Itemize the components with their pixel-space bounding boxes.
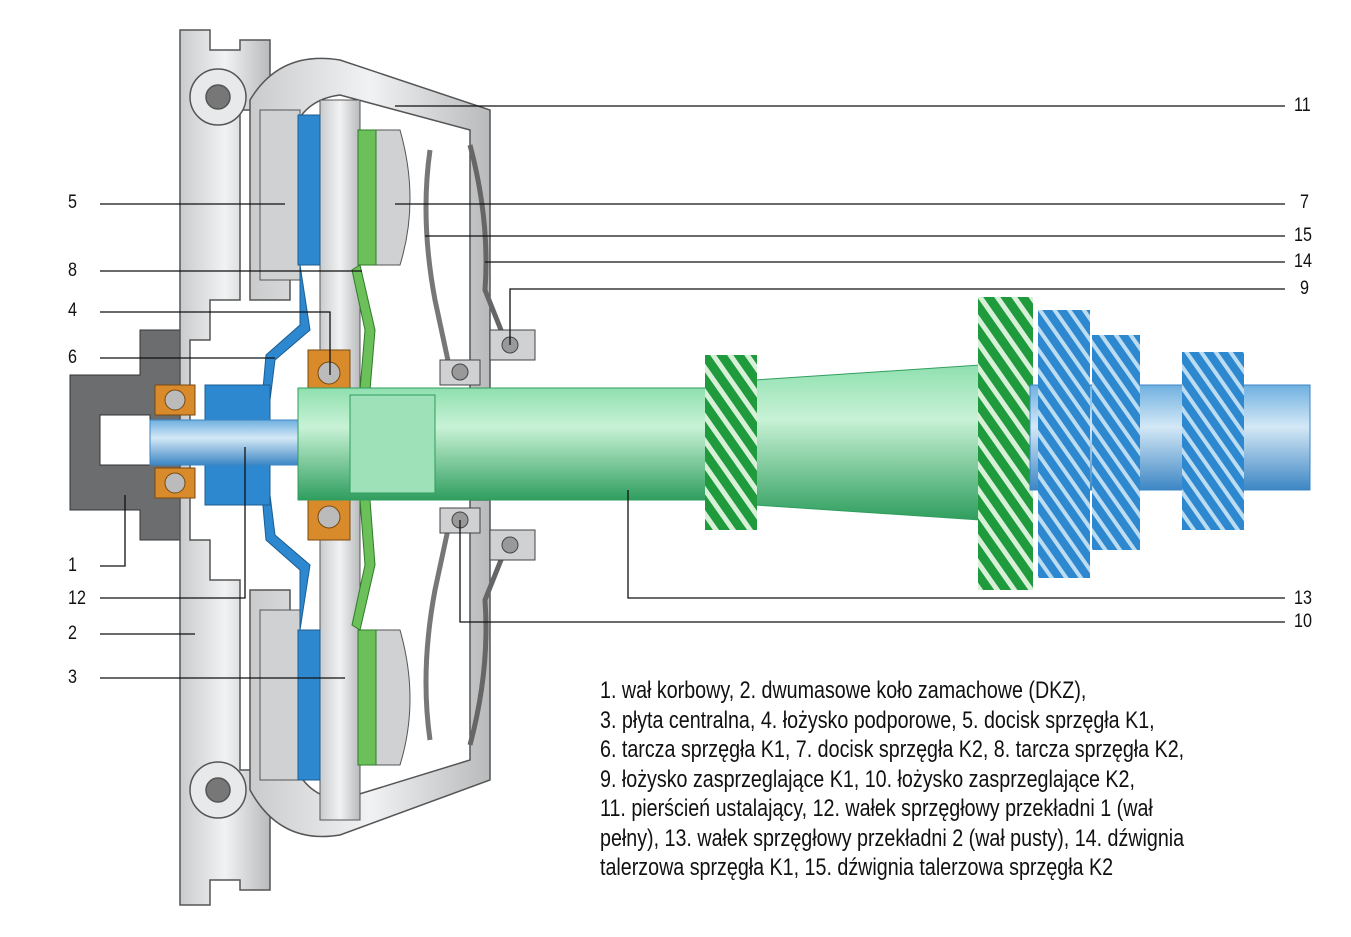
output-shaft [1029, 310, 1311, 578]
label-7: 7 [1300, 192, 1309, 213]
caption-line: 11. pierścień ustalający, 12. wałek sprz… [600, 795, 1153, 822]
label-11: 11 [1294, 95, 1311, 116]
input-shaft-2 [297, 297, 1033, 590]
legend-caption: 1. wał korbowy, 2. dwumasowe koło zamach… [600, 676, 1184, 883]
caption-line: 3. płyta centralna, 4. łożysko podporowe… [600, 706, 1155, 734]
caption-line: 6. tarcza sprzęgła K1, 7. docisk sprzęgł… [600, 736, 1185, 763]
label-1: 1 [68, 555, 77, 576]
caption-line: talerzowa sprzęgła K1, 15. dźwignia tale… [600, 854, 1114, 881]
release-bearing [439, 329, 536, 561]
diaphragm-spring-k2 [423, 149, 453, 371]
label-10: 10 [1294, 611, 1312, 632]
caption-line: 9. łożysko zasprzeglające K1, 10. łożysk… [600, 765, 1135, 793]
label-13: 13 [1294, 588, 1312, 609]
diaphragm-spring-k1 [467, 144, 508, 341]
caption-line: pełny), 13. wałek sprzęgłowy przekładni … [600, 824, 1185, 852]
label-3: 3 [68, 667, 77, 688]
label-6: 6 [68, 347, 77, 368]
label-2: 2 [68, 623, 77, 644]
label-4: 4 [68, 300, 77, 321]
caption-line: 1. wał korbowy, 2. dwumasowe koło zamach… [600, 677, 1087, 704]
label-14: 14 [1294, 251, 1312, 272]
label-5: 5 [68, 192, 77, 213]
label-15: 15 [1294, 225, 1312, 246]
input-shaft-1 [149, 419, 301, 466]
leader-lines [100, 105, 1285, 679]
label-12: 12 [68, 588, 86, 609]
label-9: 9 [1300, 278, 1309, 299]
label-8: 8 [68, 260, 77, 281]
